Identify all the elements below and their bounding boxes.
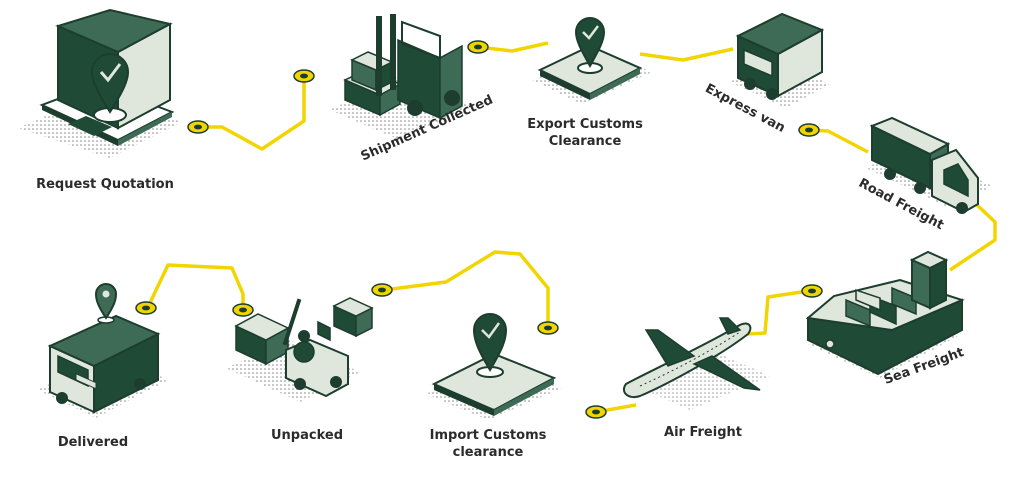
delivery-van-illustration [38, 283, 168, 418]
airplane-illustration [622, 317, 770, 410]
import-document-illustration [426, 313, 562, 420]
express-van-illustration [730, 12, 830, 108]
step-label-delivered: Delivered [57, 435, 129, 450]
road-truck-illustration [866, 116, 992, 214]
step-label-unpacked: Unpacked [270, 428, 343, 443]
container-ship-illustration [805, 250, 965, 378]
route-node [467, 40, 489, 54]
route-node [585, 405, 607, 419]
step-label-air-freight: Air Freight [664, 425, 742, 440]
step-label-request-quotation: Request Quotation [36, 177, 174, 192]
route-node [187, 120, 209, 134]
export-document-illustration [532, 17, 652, 104]
step-label-export-customs: Export Customs Clearance [527, 117, 643, 149]
route-nodes [135, 40, 823, 419]
unpacking-illustration [226, 297, 374, 402]
route-node [798, 123, 820, 137]
forklift-illustration [330, 14, 470, 140]
route-node [293, 69, 315, 83]
route-node [232, 303, 254, 317]
route-node [801, 284, 823, 298]
route-node [135, 301, 157, 315]
step-label-import-customs: Import Customs clearance [429, 428, 547, 460]
laptop-illustration [18, 8, 182, 158]
route-node [537, 321, 559, 335]
route-node [371, 283, 393, 297]
